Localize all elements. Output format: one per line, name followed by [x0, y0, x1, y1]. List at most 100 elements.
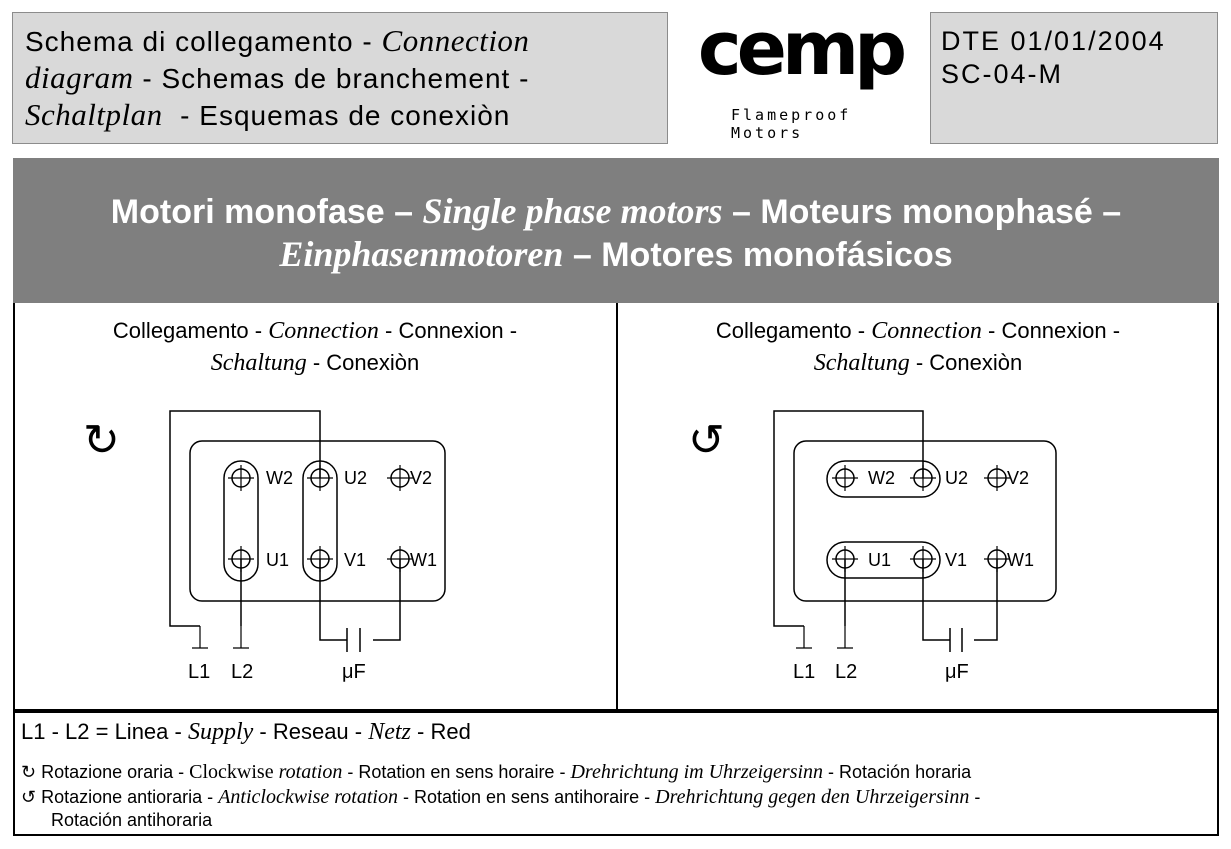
terminal-crosshair — [832, 546, 858, 572]
clockwise-connection-diagram: ↻ W2 U2 V2 U1 V1 W1 L1 L2 μF — [83, 410, 446, 683]
legend-part-italic: Drehrichtung gegen den Uhrzeigersinn — [655, 786, 970, 808]
terminal-crosshair — [307, 465, 333, 491]
legend-part-italic: Netz — [368, 719, 411, 745]
legend-part: ↺ Rotazione antioraria - — [21, 787, 219, 807]
legend-clockwise: ↻ Rotazione oraria - Clockwise rotation … — [21, 761, 971, 784]
terminal-label-u2: U2 — [945, 468, 968, 488]
terminal-label-u1: U1 — [266, 550, 289, 570]
line-terminal-symbols — [796, 626, 853, 649]
header-title-box: Schema di collegamento - Connection diag… — [12, 12, 668, 144]
terminal-crosshair — [910, 546, 936, 572]
panel-title-part-italic: Connection — [268, 318, 379, 344]
legend-part: - — [969, 787, 981, 807]
document-date: DTE 01/01/2004 — [941, 26, 1166, 56]
legend-part: L1 - L2 = Linea - — [21, 719, 188, 744]
wiring — [169, 410, 401, 652]
legend-part-serif: Clockwise — [189, 761, 274, 783]
legend-box: L1 - L2 = Linea - Supply - Reseau - Netz… — [13, 711, 1219, 836]
banner-part: – Motores monofásicos — [563, 236, 953, 274]
link-bar — [826, 541, 941, 579]
panel-title-part: - Connexion - — [378, 318, 518, 343]
terminal-crosshair — [984, 465, 1010, 491]
section-banner: Motori monofase – Single phase motors – … — [13, 158, 1219, 303]
clockwise-icon: ↻ — [83, 416, 120, 465]
banner-part-italic: Single phase motors — [422, 191, 723, 231]
line-label-l2: L2 — [835, 661, 857, 683]
banner-part-italic: Einphasenmotoren — [279, 234, 564, 274]
terminal-label-v1: V1 — [945, 550, 967, 570]
banner-part: – Moteurs monophasé – — [722, 193, 1122, 231]
terminal-crosshair — [307, 546, 333, 572]
banner-part: Motori monofase – — [110, 193, 423, 231]
legend-part-italic: Drehrichtung im Uhrzeigersinn — [570, 761, 824, 783]
terminal-board — [189, 440, 446, 602]
panel-divider — [616, 303, 618, 711]
line-label-l2: L2 — [231, 661, 253, 683]
title-part-italic: Connection — [381, 23, 530, 58]
anticlockwise-icon: ↺ — [688, 416, 725, 465]
panel-title-part-italic: Connection — [871, 318, 982, 344]
terminal-crosshair — [228, 546, 254, 572]
terminal-crosshair — [387, 546, 413, 572]
terminal-label-v2: V2 — [1007, 468, 1029, 488]
legend-part: - Rotation en sens antihoraire - — [397, 787, 656, 807]
legend-part: ↻ Rotazione oraria - — [21, 762, 190, 782]
capacitor-label: μF — [945, 661, 969, 683]
legend-part: - Reseau - — [253, 719, 369, 744]
legend-anticlockwise: ↺ Rotazione antioraria - Anticlockwise r… — [21, 786, 980, 809]
line-terminal-symbols — [192, 626, 249, 649]
terminal-label-w2: W2 — [868, 468, 895, 488]
terminal-board — [793, 440, 1057, 602]
legend-part: - Rotación horaria — [823, 762, 972, 782]
terminal-points — [228, 465, 413, 572]
terminal-label-v2: V2 — [410, 468, 432, 488]
legend-part-italic: Supply — [187, 719, 254, 745]
title-part: - Esquemas de conexiòn — [162, 100, 511, 131]
panel-title-part: - Conexiòn — [306, 350, 420, 375]
document-code: SC-04-M — [941, 59, 1064, 89]
terminal-label-u1: U1 — [868, 550, 891, 570]
legend-supply: L1 - L2 = Linea - Supply - Reseau - Netz… — [21, 719, 471, 746]
line-label-l1: L1 — [793, 661, 815, 683]
terminal-crosshair — [910, 465, 936, 491]
panel-title-part-italic: Schaltung — [210, 350, 307, 376]
link-bar — [826, 460, 941, 498]
title-part: - Schemas de branchement - — [133, 63, 530, 94]
wiring — [773, 410, 998, 652]
terminal-label-w1: W1 — [410, 550, 437, 570]
panel-title-part: Collegamento - — [715, 318, 872, 343]
terminal-label-w2: W2 — [266, 468, 293, 488]
legend-part: - Rotation en sens horaire - — [342, 762, 571, 782]
capacitor-label: μF — [342, 661, 366, 683]
logo-tagline-line: Motors — [731, 124, 804, 142]
line-label-l1: L1 — [188, 661, 210, 683]
legend-part: - Red — [410, 719, 471, 744]
legend-anticlockwise-continued: Rotación antihoraria — [51, 810, 213, 830]
logo-tagline-line: Flameproof — [731, 106, 852, 124]
logo-tagline: Flameproof Motors — [731, 106, 851, 142]
terminal-crosshair — [832, 465, 858, 491]
terminal-points — [832, 465, 1010, 572]
title-part-italic: Schaltplan — [25, 97, 163, 132]
terminal-crosshair — [387, 465, 413, 491]
terminal-crosshair — [228, 465, 254, 491]
legend-part-italic: rotation — [278, 761, 343, 783]
panel-title-part: - Conexiòn — [909, 350, 1023, 375]
panel-title-left: Collegamento - Connection - Connexion - … — [15, 315, 615, 379]
panel-title-part: - Connexion - — [981, 318, 1121, 343]
cemp-logo: cemp Flameproof Motors — [676, 6, 924, 146]
title-part-italic: diagram — [25, 60, 134, 95]
panel-title-right: Collegamento - Connection - Connexion - … — [618, 315, 1218, 379]
document-code-box: DTE 01/01/2004 SC-04-M — [930, 12, 1218, 144]
legend-part-italic: Anticlockwise rotation — [218, 786, 398, 808]
panel-title-part-italic: Schaltung — [813, 350, 910, 376]
terminal-crosshair — [984, 546, 1010, 572]
title-part: Schema di collegamento - — [25, 26, 382, 57]
terminal-label-w1: W1 — [1007, 550, 1034, 570]
terminal-label-v1: V1 — [344, 550, 366, 570]
logo-word: cemp — [697, 6, 907, 92]
panel-title-part: Collegamento - — [112, 318, 269, 343]
diagram-panels: Collegamento - Connection - Connexion - … — [13, 303, 1219, 711]
terminal-label-u2: U2 — [344, 468, 367, 488]
anticlockwise-connection-diagram: ↺ W2 U2 V2 U1 V1 W1 L1 L2 μF — [688, 410, 1057, 683]
